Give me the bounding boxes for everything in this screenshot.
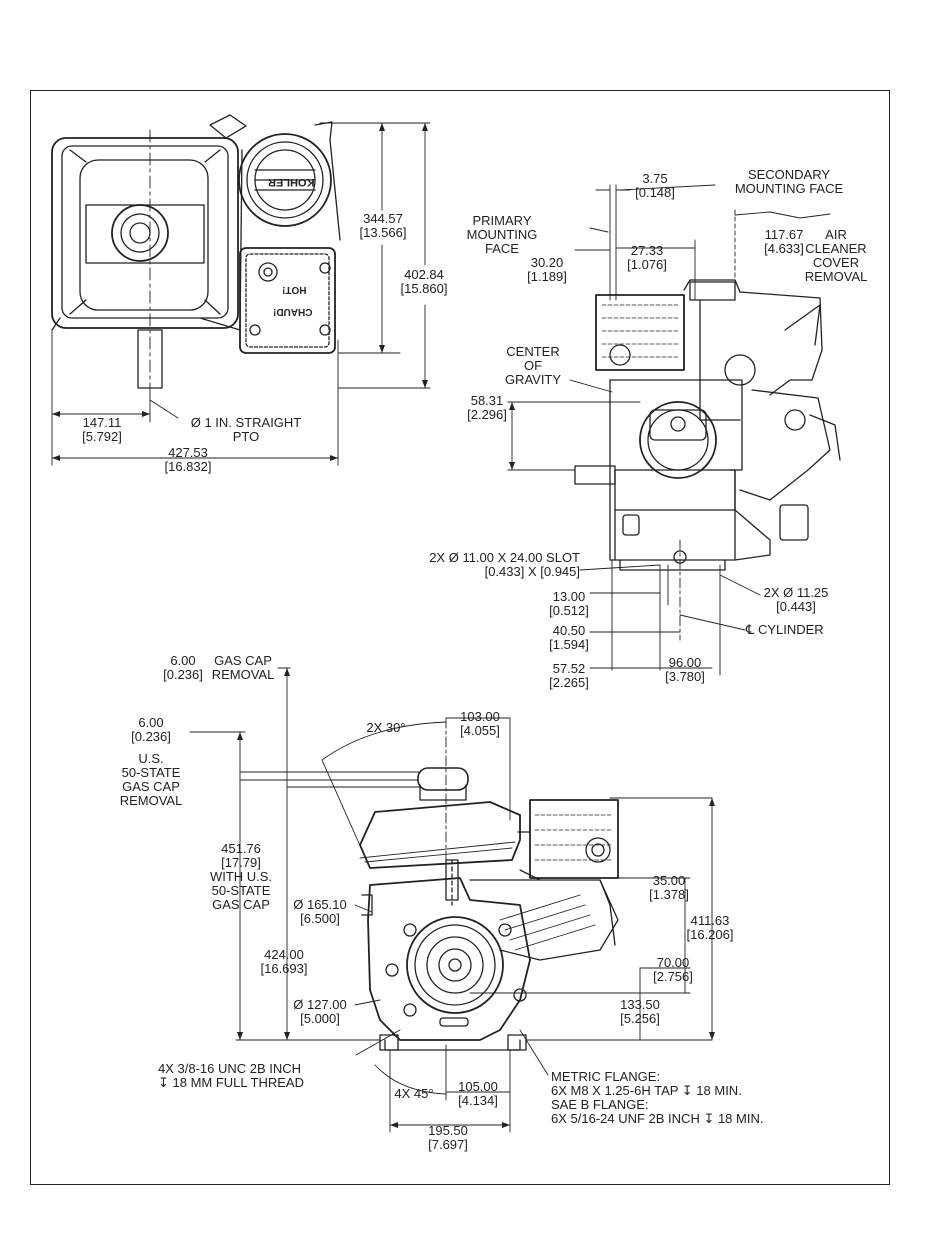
side-view-dimensions [507, 184, 831, 676]
dim-70-00: 70.00[2.756] [653, 955, 693, 984]
dim-195-50: 195.50[7.697] [428, 1123, 468, 1152]
dimension-arrows [52, 123, 715, 1128]
front-view-dimensions [189, 667, 713, 1133]
dim-35-00: 35.00[1.378] [649, 873, 689, 902]
dim-117-67: 117.67[4.633] [764, 227, 804, 256]
side-view-engine [574, 279, 841, 641]
dim-96-00: 96.00[3.780] [665, 655, 705, 684]
angle-45-label: 4X 45° [394, 1086, 434, 1101]
front-view-engine [359, 767, 619, 1051]
dim-27-33: 27.33[1.076] [627, 243, 667, 272]
dim-103-00: 103.00[4.055] [460, 709, 500, 738]
dim-427-53: 427.53[16.832] [164, 445, 212, 474]
top-view-dimensions [51, 122, 431, 466]
dim-147-11: 147.11[5.792] [82, 415, 122, 444]
dim-40-50: 40.50[1.594] [549, 623, 589, 652]
dim-105-00: 105.00[4.134] [458, 1079, 498, 1108]
dim-dia-165-10: Ø 165.10[6.500] [293, 897, 347, 926]
dim-gas-cap-6-00: 6.00[0.236] [163, 653, 203, 682]
recoil-brand-text: KOHLER [268, 176, 315, 188]
hole-label: 2X Ø 11.25[0.443] [763, 585, 829, 614]
slot-label: 2X Ø 11.00 X 24.00 SLOT[0.433] X [0.945] [429, 550, 580, 579]
drawing-frame [30, 90, 890, 1185]
dim-13-00: 13.00[0.512] [549, 589, 589, 618]
flange-spec-label: METRIC FLANGE:6X M8 X 1.25-6H TAP ↧ 18 M… [551, 1069, 764, 1126]
dim-3-75: 3.75[0.148] [635, 171, 675, 200]
angle-30-label: 2X 30° [366, 720, 406, 735]
cylinder-centerline-label: ℄ CYLINDER [746, 622, 824, 637]
top-view-engine [51, 114, 341, 401]
dim-344-57: 344.57[13.566] [359, 211, 407, 240]
dim-dia-127-00: Ø 127.00[5.000] [293, 997, 347, 1026]
dim-57-52: 57.52[2.265] [549, 661, 589, 690]
dim-133-50: 133.50[5.256] [620, 997, 660, 1026]
dim-us-6-00: 6.00[0.236] [131, 715, 171, 744]
dim-30-20: 30.20[1.189] [527, 255, 567, 284]
dim-402-84: 402.84[15.860] [400, 267, 448, 296]
dim-424-00: 424.00[16.693] [260, 947, 308, 976]
dim-411-63: 411.63[16.206] [686, 913, 734, 942]
unc-thread-label: 4X 3/8-16 UNC 2B INCH↧ 18 MM FULL THREAD [158, 1061, 304, 1090]
dim-58-31: 58.31[2.296] [467, 393, 507, 422]
muffler-chaud-text: CHAUD! [273, 306, 313, 317]
muffler-hot-text: HOT! [282, 284, 307, 295]
